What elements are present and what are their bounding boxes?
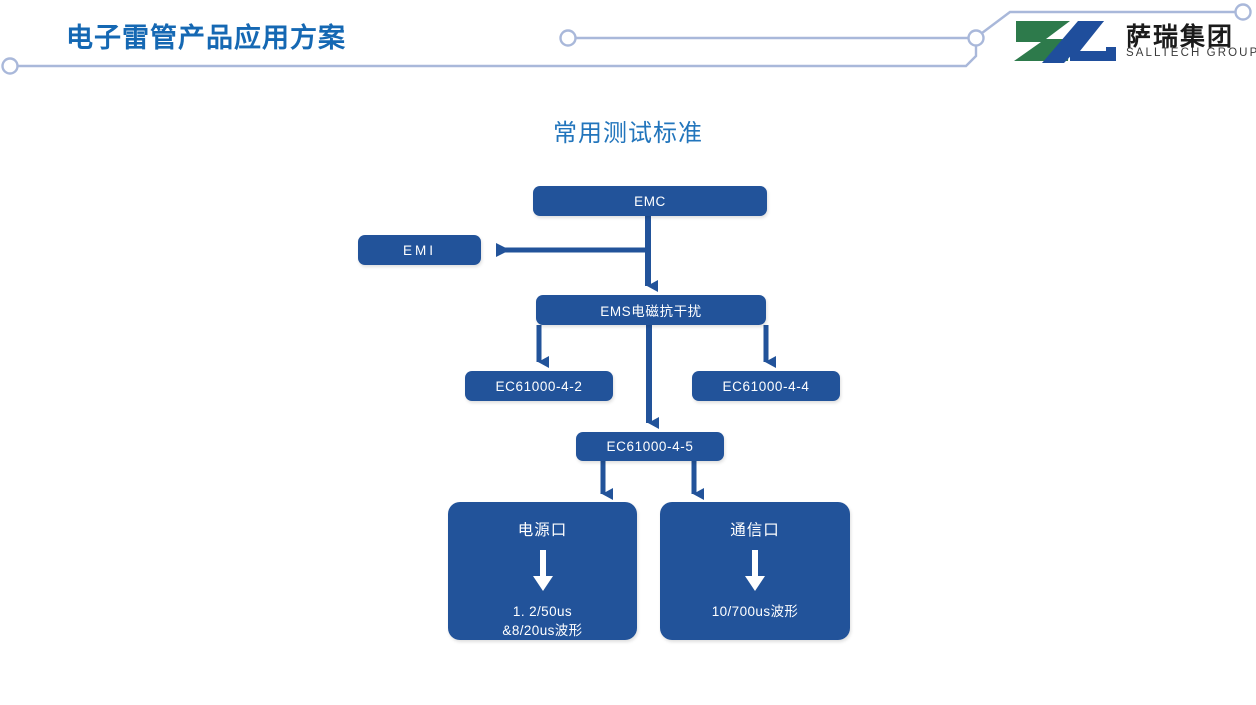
- logo-name-cn: 萨瑞集团: [1126, 22, 1235, 51]
- node-ec61000-4-2[interactable]: EC61000-4-2: [465, 371, 613, 401]
- node-ems[interactable]: EMS电磁抗干扰: [536, 295, 766, 325]
- node-power-port[interactable]: 电源口 1. 2/50us &8/20us波形: [448, 502, 637, 640]
- page-title: 电子雷管产品应用方案: [66, 23, 346, 53]
- down-arrow-icon: [532, 550, 554, 592]
- section-title: 常用测试标准: [553, 120, 703, 147]
- node-ec444-label: EC61000-4-4: [722, 378, 810, 394]
- slide-header: 电子雷管产品应用方案 萨瑞集团 SALLTECH GROUP: [0, 0, 1256, 90]
- logo-name-en: SALLTECH GROUP: [1126, 47, 1256, 59]
- node-ec61000-4-4[interactable]: EC61000-4-4: [692, 371, 840, 401]
- company-logo: 萨瑞集团 SALLTECH GROUP: [1008, 17, 1256, 69]
- node-ec442-label: EC61000-4-2: [495, 378, 583, 394]
- node-emc-label: EMC: [634, 193, 666, 209]
- node-comm-port[interactable]: 通信口 10/700us波形: [660, 502, 850, 640]
- node-emc[interactable]: EMC: [533, 186, 767, 216]
- header-decoration-line: [1, 3, 1252, 75]
- deco-circle-right: [1234, 3, 1252, 21]
- node-ec61000-4-5[interactable]: EC61000-4-5: [576, 432, 724, 461]
- node-ec445-label: EC61000-4-5: [606, 439, 694, 454]
- logo-mark-icon: [1014, 21, 1116, 63]
- node-ems-label: EMS电磁抗干扰: [600, 304, 702, 319]
- node-emi[interactable]: EMI: [358, 235, 481, 265]
- deco-circle-left: [1, 57, 19, 75]
- node-power-port-label: 电源口: [517, 522, 568, 539]
- node-comm-port-line1: 10/700us波形: [711, 604, 799, 619]
- node-power-port-line2: &8/20us波形: [502, 623, 583, 638]
- node-comm-port-label: 通信口: [730, 522, 780, 539]
- node-power-port-line1: 1. 2/50us: [512, 604, 573, 619]
- deco-circle-mid: [559, 29, 577, 47]
- deco-circle-node: [967, 29, 985, 47]
- down-arrow-icon: [744, 550, 766, 592]
- node-emi-label: EMI: [402, 242, 436, 258]
